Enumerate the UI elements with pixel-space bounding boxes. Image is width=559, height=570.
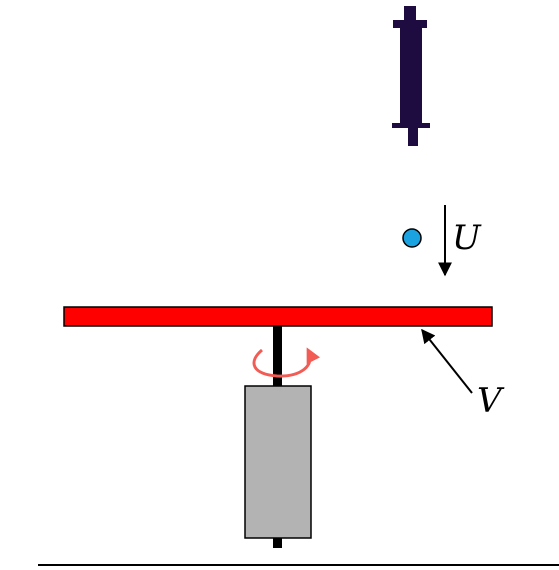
droplet-velocity-label: U xyxy=(452,218,482,258)
syringe-plunger-cap xyxy=(393,20,427,28)
syringe-flange xyxy=(392,123,430,128)
motor-icon xyxy=(244,385,312,539)
disk-velocity-arrow xyxy=(421,328,473,394)
syringe-needle xyxy=(408,126,418,146)
rotating-disk xyxy=(63,306,493,327)
disk-velocity-label: V xyxy=(477,381,505,421)
syringe-icon xyxy=(392,6,430,146)
rotation-arrow-icon xyxy=(252,347,321,378)
syringe-barrel xyxy=(400,26,422,126)
syringe-plunger-rod xyxy=(404,6,416,22)
droplet-icon xyxy=(402,228,422,248)
